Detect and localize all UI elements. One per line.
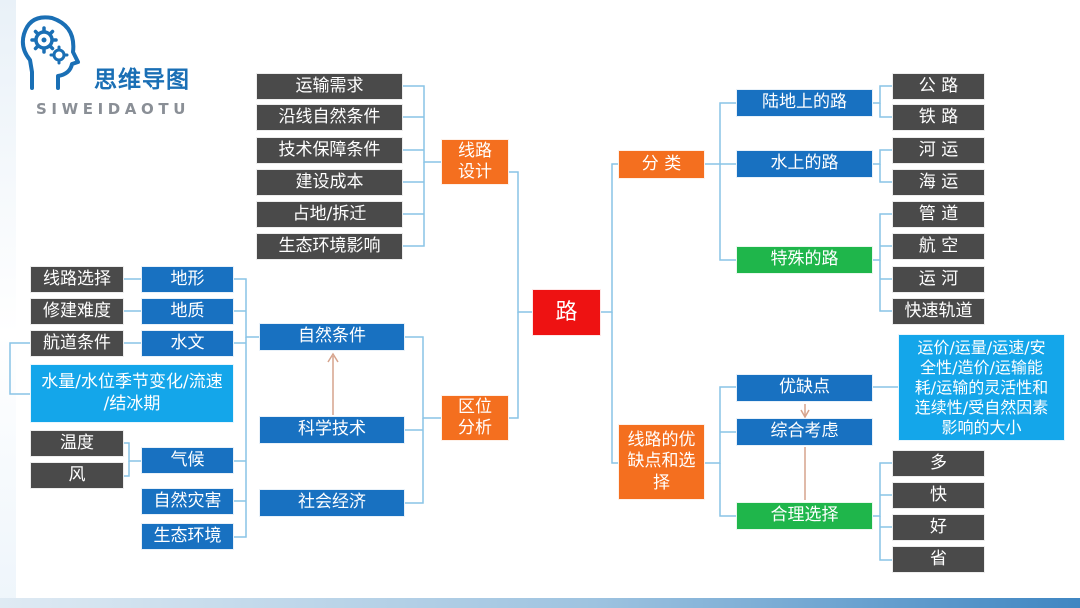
climate-node[interactable]: 气候 xyxy=(141,447,234,474)
waterway-conditions-node[interactable]: 航道条件 xyxy=(30,330,124,357)
logo-subtitle: SIWEIDAOTU xyxy=(36,100,190,118)
natural-conditions-along-node[interactable]: 沿线自然条件 xyxy=(256,104,403,131)
terrain-node[interactable]: 地形 xyxy=(141,266,234,293)
socio-economy-node[interactable]: 社会经济 xyxy=(259,489,405,517)
natural-disaster-node[interactable]: 自然灾害 xyxy=(141,488,234,515)
left-decoration-strip xyxy=(0,0,16,608)
good-node[interactable]: 好 xyxy=(892,514,985,541)
sci-tech-node[interactable]: 科学技术 xyxy=(259,416,405,444)
geology-node[interactable]: 地质 xyxy=(141,298,234,325)
eco-environment-node[interactable]: 生态环境 xyxy=(141,523,234,550)
transport-demand-node[interactable]: 运输需求 xyxy=(256,73,403,100)
logo-title: 思维导图 xyxy=(94,67,190,93)
land-road-node[interactable]: 陆地上的路 xyxy=(736,89,873,117)
rapid-rail-node[interactable]: 快速轨道 xyxy=(892,298,985,325)
pros-detail-node[interactable]: 运价/运量/运速/安 全性/造价/运输能 耗/运输的灵活性和 连续性/受自然因素… xyxy=(898,334,1065,441)
water-road-node[interactable]: 水上的路 xyxy=(736,150,873,178)
sea-transport-node[interactable]: 海 运 xyxy=(892,169,985,196)
build-difficulty-node[interactable]: 修建难度 xyxy=(30,298,124,325)
more-node[interactable]: 多 xyxy=(892,450,985,477)
construction-cost-node[interactable]: 建设成本 xyxy=(256,169,403,196)
pros-cons-item-node[interactable]: 优缺点 xyxy=(736,374,873,402)
center-node-road[interactable]: 路 xyxy=(532,289,601,336)
logo: 思维导图 SIWEIDAOTU xyxy=(14,12,234,118)
water-detail-node[interactable]: 水量/水位季节变化/流速 /结冰期 xyxy=(30,364,234,423)
railway-node[interactable]: 铁 路 xyxy=(892,104,985,131)
pros-cons-node[interactable]: 线路的优 缺点和选 择 xyxy=(618,424,705,500)
temperature-node[interactable]: 温度 xyxy=(30,430,124,457)
pipeline-node[interactable]: 管 道 xyxy=(892,201,985,228)
route-selection-node[interactable]: 线路选择 xyxy=(30,266,124,293)
land-demolition-node[interactable]: 占地/拆迁 xyxy=(256,201,403,228)
reasonable-choice-node[interactable]: 合理选择 xyxy=(736,502,873,530)
location-analysis-node[interactable]: 区位 分析 xyxy=(441,395,509,441)
tech-support-node[interactable]: 技术保障条件 xyxy=(256,137,403,164)
fast-node[interactable]: 快 xyxy=(892,482,985,509)
hydrology-node[interactable]: 水文 xyxy=(141,330,234,357)
bottom-decoration-bar xyxy=(0,598,1080,608)
aviation-node[interactable]: 航 空 xyxy=(892,233,985,260)
classification-node[interactable]: 分 类 xyxy=(618,150,705,179)
eco-impact-node[interactable]: 生态环境影响 xyxy=(256,233,403,260)
wind-node[interactable]: 风 xyxy=(30,462,124,489)
economical-node[interactable]: 省 xyxy=(892,546,985,573)
comprehensive-node[interactable]: 综合考虑 xyxy=(736,418,873,446)
head-gears-icon xyxy=(20,15,80,90)
highway-node[interactable]: 公 路 xyxy=(892,73,985,100)
natural-conditions-node[interactable]: 自然条件 xyxy=(259,323,405,351)
canal-node[interactable]: 运 河 xyxy=(892,266,985,293)
special-road-node[interactable]: 特殊的路 xyxy=(736,246,873,274)
river-transport-node[interactable]: 河 运 xyxy=(892,137,985,164)
route-design-node[interactable]: 线路 设计 xyxy=(441,139,509,185)
